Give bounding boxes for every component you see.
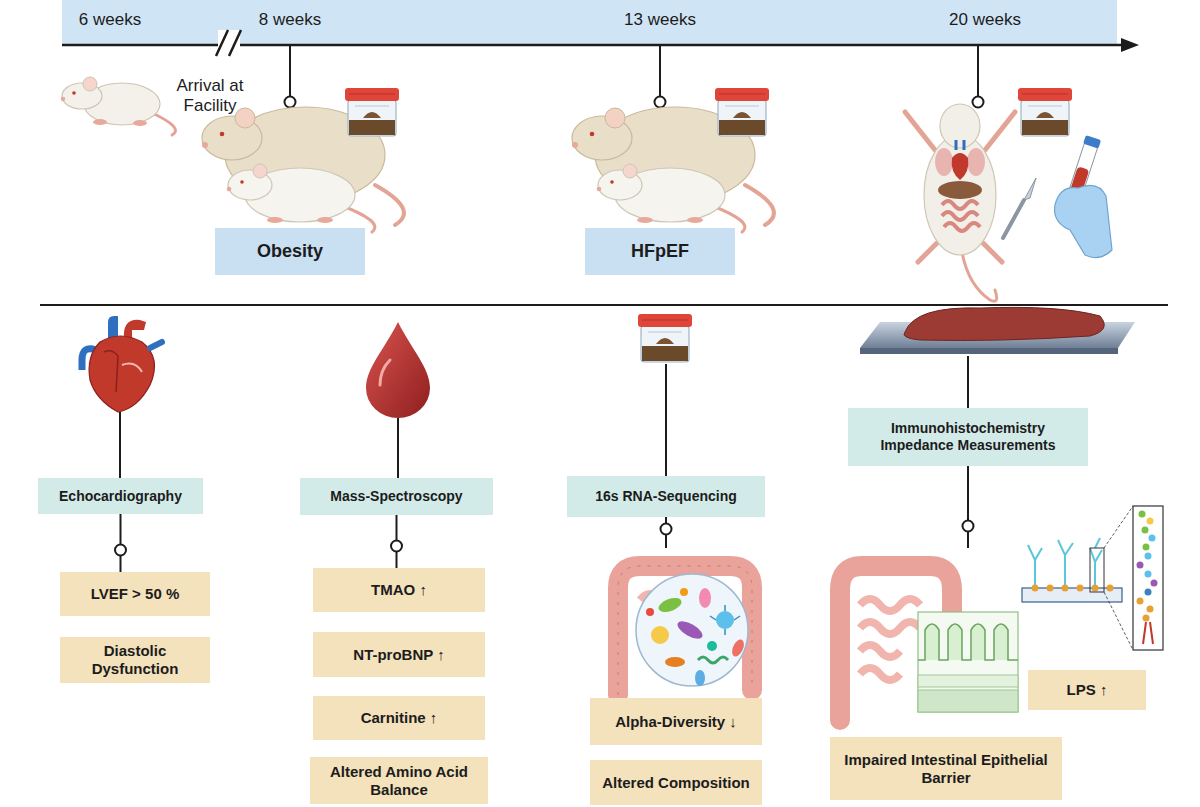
finding-box: Altered Amino Acid Balance <box>310 757 488 804</box>
box-text: Immunohistochemistry Impedance Measureme… <box>856 420 1080 454</box>
timeline-label: 20 weeks <box>935 10 1035 30</box>
finding-box: LVEF > 50 % <box>60 572 210 616</box>
stool-sample <box>345 88 399 136</box>
box-text: Obesity <box>257 241 323 263</box>
separator <box>40 304 1168 306</box>
dissection-illustration <box>905 104 1112 301</box>
heart-icon <box>82 316 162 478</box>
method-box: Echocardiography <box>38 478 203 514</box>
box-text: LPS ↑ <box>1067 681 1108 699</box>
box-text: Mass-Spectroscopy <box>330 488 462 505</box>
finding-box: Altered Composition <box>590 760 762 805</box>
histology-illustration <box>840 307 1163 720</box>
connector-dot <box>115 545 126 556</box>
timeline-label: 8 weeks <box>240 10 340 30</box>
box-text: Altered Amino Acid Balance <box>318 763 480 799</box>
timepoint-box: HFpEF <box>585 228 735 275</box>
box-text: Echocardiography <box>59 488 182 505</box>
method-box: Immunohistochemistry Impedance Measureme… <box>848 408 1088 466</box>
finding-box: TMAO ↑ <box>313 568 485 612</box>
timeline-label: 13 weeks <box>610 10 710 30</box>
microbiome-illustration <box>618 364 752 695</box>
finding-box: Diastolic Dysfunction <box>60 637 210 683</box>
stool-sample <box>715 88 769 136</box>
method-box: Mass-Spectroscopy <box>300 478 493 515</box>
finding-box: NT-proBNP ↑ <box>313 632 485 677</box>
box-text: LVEF > 50 % <box>91 585 180 603</box>
box-text: 16s RNA-Sequencing <box>595 488 737 505</box>
blood-drop-icon <box>366 322 430 478</box>
finding-box: Impaired Intestinal Epithelial Barrier <box>830 737 1062 800</box>
finding-box: Alpha-Diversity ↓ <box>590 698 762 745</box>
connector-dot <box>391 541 402 552</box>
box-text: NT-proBNP ↑ <box>353 646 444 664</box>
rat-illustration <box>61 77 176 135</box>
box-text: HFpEF <box>631 241 689 263</box>
finding-box: LPS ↑ <box>1028 670 1146 710</box>
method-box: 16s RNA-Sequencing <box>567 476 765 517</box>
timeline-label: 6 weeks <box>62 10 158 30</box>
box-text: TMAO ↑ <box>371 581 427 599</box>
box-text: Carnitine ↑ <box>361 709 438 727</box>
timepoint-box: Obesity <box>215 228 365 275</box>
box-text: Altered Composition <box>602 774 750 792</box>
stool-sample <box>1018 88 1072 136</box>
stool-sample <box>638 314 692 362</box>
connector-line <box>115 514 126 572</box>
finding-box: Carnitine ↑ <box>313 696 485 740</box>
annotation: Arrival at Facility <box>168 76 252 117</box>
box-text: Alpha-Diversity ↓ <box>615 713 737 731</box>
connector-line <box>391 515 402 568</box>
box-text: Impaired Intestinal Epithelial Barrier <box>838 751 1054 787</box>
box-text: Diastolic Dysfunction <box>68 642 202 678</box>
